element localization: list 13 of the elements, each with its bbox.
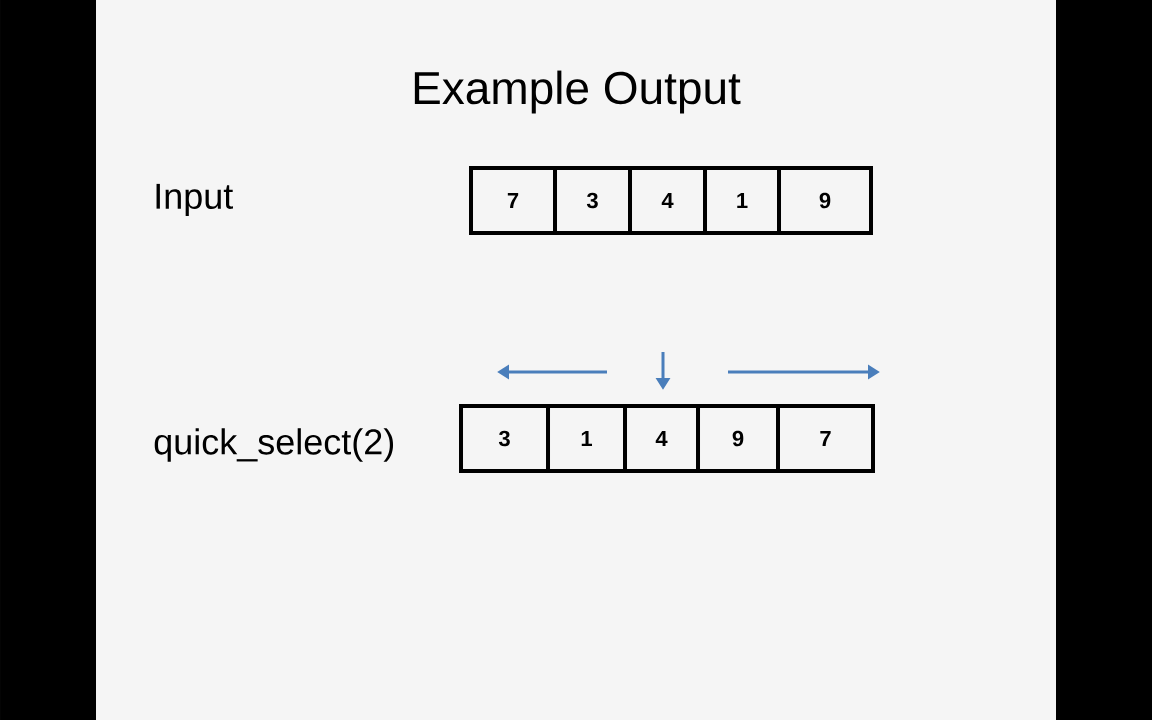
array-cell: 4 bbox=[628, 166, 707, 235]
row-label: Input bbox=[156, 183, 233, 217]
array-cell: 3 bbox=[553, 166, 632, 235]
array-cell: 3 bbox=[459, 404, 550, 473]
array-cell: 1 bbox=[703, 166, 781, 235]
row-label: quick_select(2) bbox=[154, 428, 394, 462]
array-cell: 7 bbox=[776, 404, 875, 473]
title: Example Output bbox=[414, 70, 741, 114]
array-cell: 7 bbox=[469, 166, 557, 235]
array-cell: 1 bbox=[546, 404, 627, 473]
array-cell: 9 bbox=[777, 166, 873, 235]
array-cell: 9 bbox=[696, 404, 780, 473]
array-cell: 4 bbox=[623, 404, 700, 473]
